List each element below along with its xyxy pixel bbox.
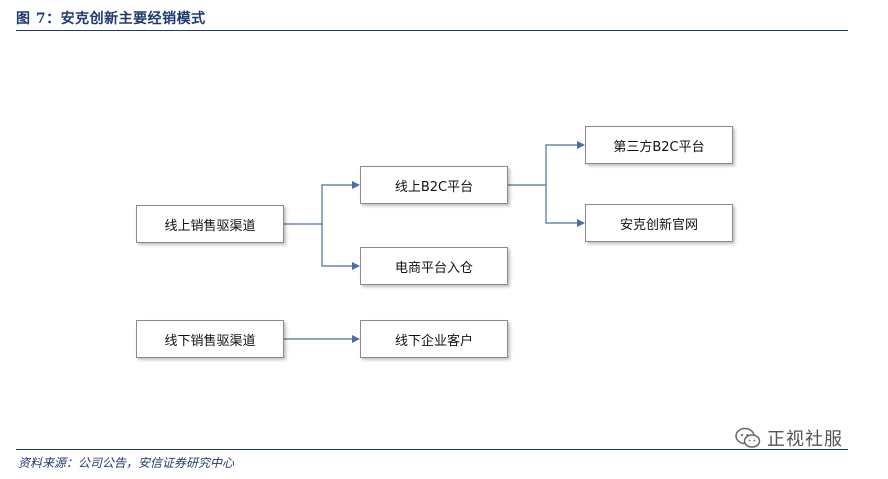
node-anker-official-site: 安克创新官网 [585, 204, 733, 242]
edge-online-to-b2c [284, 181, 360, 225]
wechat-icon [735, 427, 761, 448]
node-ecommerce-platform-warehousing: 电商平台入仓 [360, 247, 508, 285]
edge-b2c-to-third [508, 141, 585, 186]
node-online-b2c-platform: 线上B2C平台 [360, 166, 508, 204]
watermark: 正视社服 [735, 425, 843, 451]
node-offline-enterprise-clients: 线下企业客户 [360, 320, 508, 358]
source-note: 资料来源：公司公告，安信证券研究中心 [18, 456, 235, 470]
edge-online-to-ecom [321, 224, 360, 270]
page-title: 图 7：安克创新主要经销模式 [16, 11, 206, 27]
node-third-party-b2c-platform: 第三方B2C平台 [585, 126, 733, 164]
footer-divider [16, 449, 848, 450]
node-online-sales-channel: 线上销售驱渠道 [136, 205, 284, 243]
header-divider [16, 30, 848, 31]
watermark-label: 正视社服 [767, 429, 843, 450]
node-offline-sales-channel: 线下销售驱渠道 [136, 320, 284, 358]
edge-b2c-to-official [545, 185, 585, 227]
